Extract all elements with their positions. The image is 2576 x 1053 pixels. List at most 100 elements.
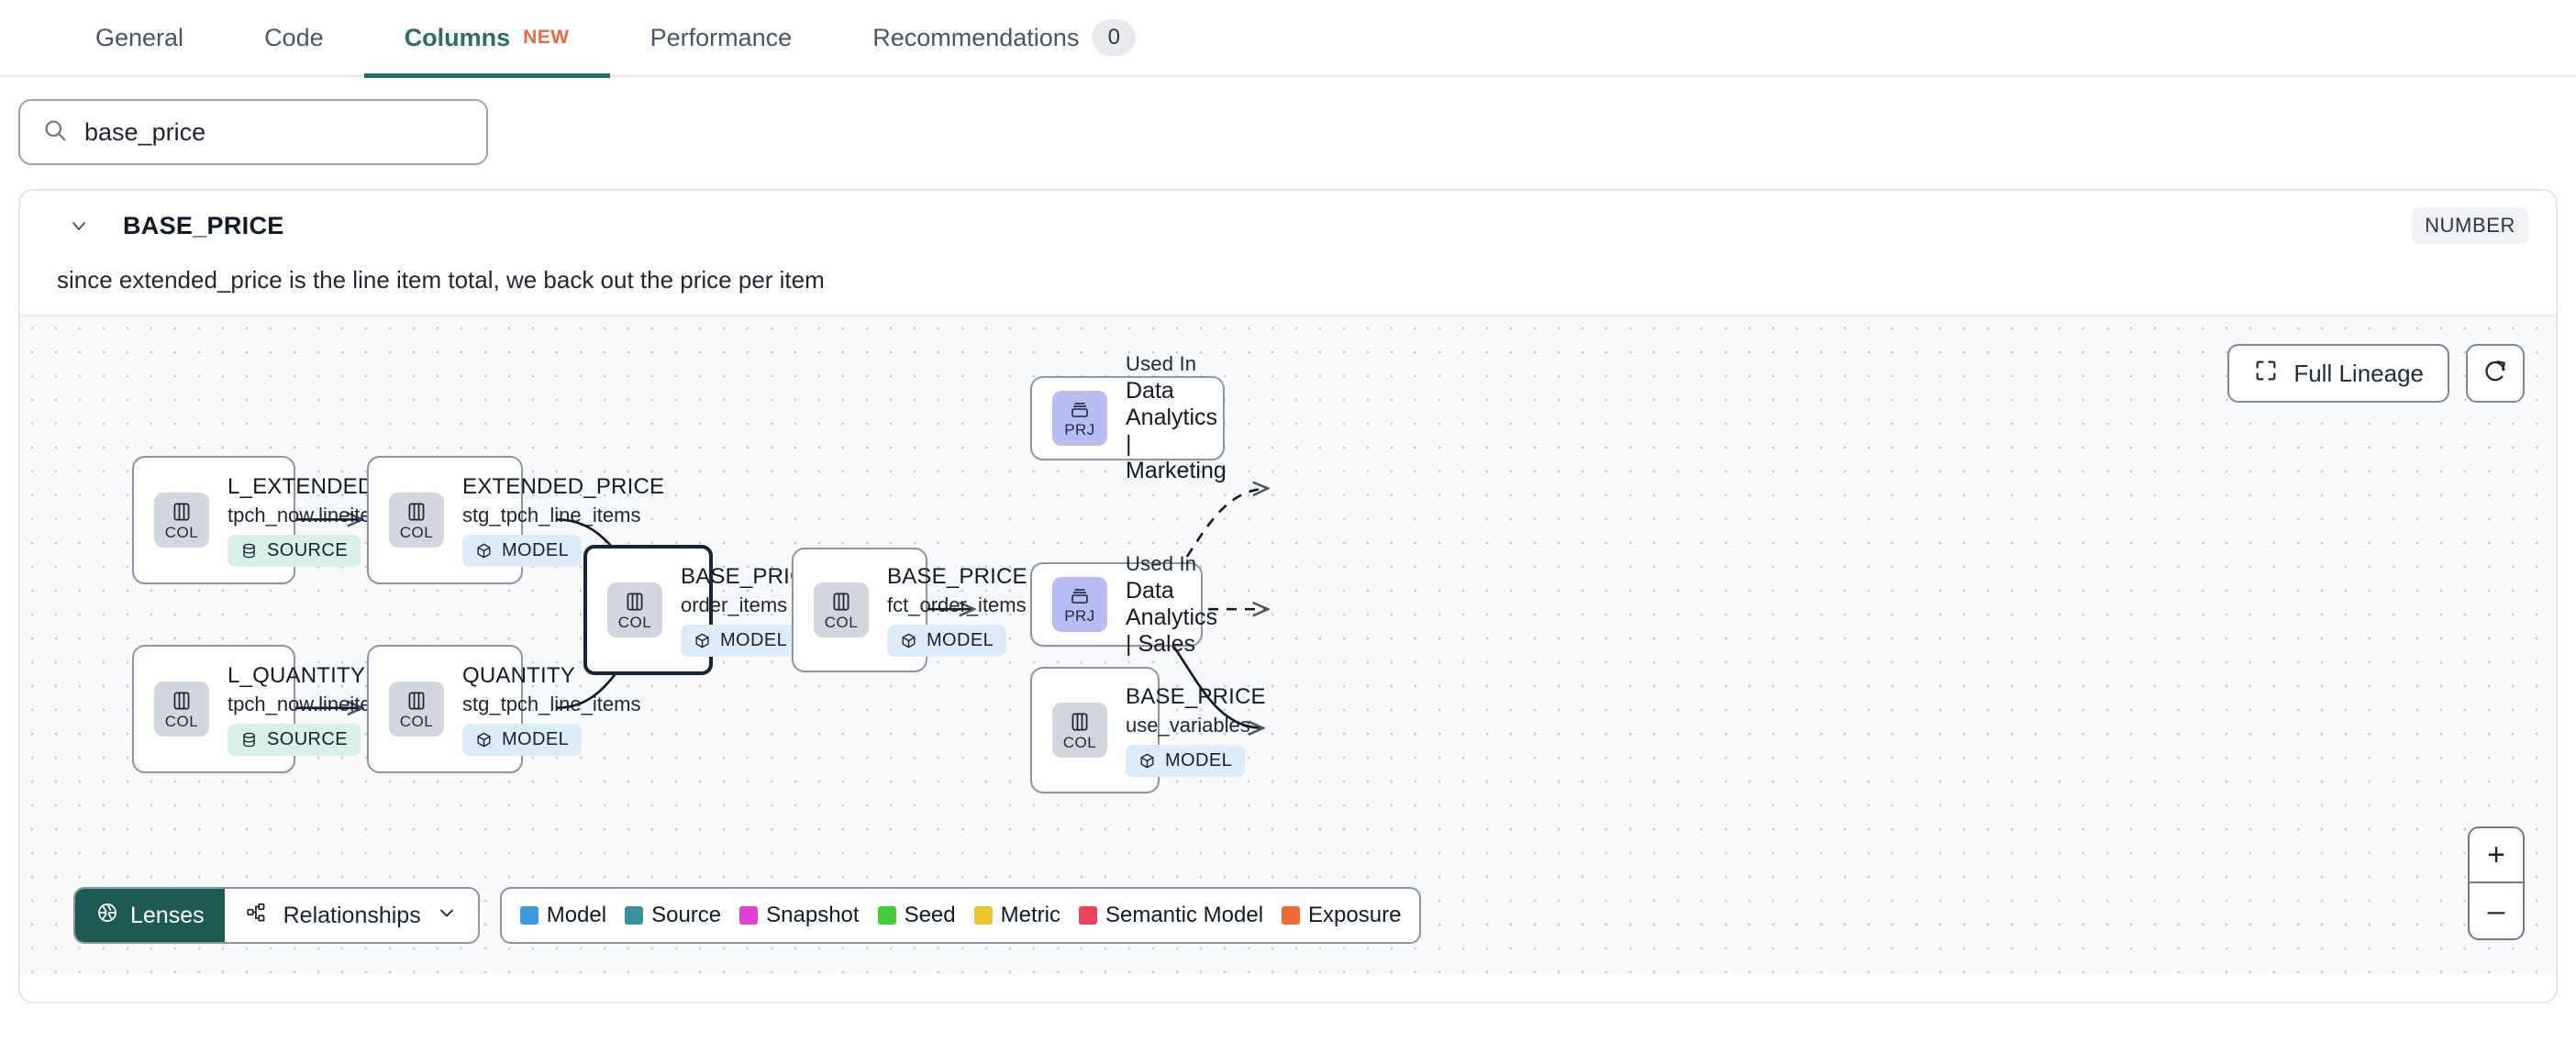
lineage-node-extended-price[interactable]: COL EXTENDED_PRICE stg_tpch_line_items M… (367, 456, 664, 584)
cube-icon (902, 633, 916, 648)
tab-columns[interactable]: Columns NEW (363, 0, 610, 78)
lineage-node-quantity[interactable]: COL QUANTITY stg_tpch_line_items MODEL (367, 645, 640, 773)
col-type-badge: COL (814, 582, 869, 637)
relationships-dropdown[interactable]: Relationships (225, 889, 478, 942)
pill-label: MODEL (720, 629, 788, 650)
legend-item-snapshot: Snapshot (739, 903, 860, 928)
node-body: Used In Data Analytics | Sales (1126, 552, 1217, 658)
prj-type-badge: PRJ (1052, 577, 1107, 632)
database-icon (243, 732, 255, 747)
chevron-down-icon (436, 902, 458, 930)
aperture-icon (95, 901, 119, 931)
zoom-controls: + – (2468, 826, 2525, 940)
badge-label: COL (164, 524, 199, 541)
col-type-badge: COL (607, 582, 662, 637)
node-kind-pill: MODEL (681, 624, 801, 657)
node-kind-pill: MODEL (462, 534, 583, 567)
pill-label: MODEL (1165, 749, 1233, 770)
node-subtitle: order_items (681, 593, 788, 616)
legend-item-exposure: Exposure (1282, 903, 1401, 928)
pill-label: MODEL (502, 539, 570, 560)
node-name: BASE_PRICE (887, 563, 1027, 589)
tab-performance[interactable]: Performance (610, 0, 833, 76)
tab-general[interactable]: General (55, 0, 224, 76)
legend-item-seed: Seed (877, 903, 956, 928)
lenses-button[interactable]: Lenses (75, 889, 225, 942)
pill-label: SOURCE (267, 728, 348, 749)
node-body: BASE_PRICE fct_order_items MODEL (887, 564, 1027, 657)
lineage-node-base-price-order-items[interactable]: COL BASE_PRICE order_items MODEL (583, 545, 821, 675)
badge-label: COL (1062, 734, 1097, 751)
badge-label: COL (399, 713, 434, 730)
tab-label: Recommendations (872, 23, 1080, 51)
search-icon (42, 117, 68, 148)
node-kind-pill: MODEL (462, 723, 583, 756)
legend-swatch (1282, 906, 1301, 925)
node-kind-pill: SOURCE (228, 723, 361, 756)
legend-label: Source (651, 903, 722, 927)
column-icon (833, 593, 849, 611)
node-name: BASE_PRICE (1126, 683, 1266, 709)
legend-item-semantic-model: Semantic Model (1078, 903, 1263, 928)
col-type-badge: COL (389, 682, 444, 737)
zoom-in-button[interactable]: + (2470, 828, 2523, 883)
column-icon (627, 593, 643, 611)
tab-recommendations[interactable]: Recommendations 0 (832, 0, 1176, 76)
full-lineage-button[interactable]: Full Lineage (2227, 344, 2449, 403)
badge-label: COL (617, 614, 652, 631)
project-icon (1071, 403, 1088, 417)
node-subtitle: stg_tpch_line_items (462, 692, 641, 715)
cube-icon (695, 633, 709, 648)
node-subtitle: use_variables (1126, 713, 1250, 737)
node-kind-pill: SOURCE (228, 534, 361, 567)
graph-top-controls: Full Lineage (2227, 344, 2525, 403)
zoom-out-button[interactable]: – (2487, 892, 2505, 928)
badge-label: COL (164, 713, 199, 730)
refresh-icon (2482, 358, 2509, 390)
column-icon (408, 503, 425, 521)
pill-label: MODEL (502, 728, 570, 749)
node-used-in-label: Used In (1126, 551, 1197, 575)
lineage-node-l-quantity[interactable]: COL L_QUANTITY tpch_now.lineitem SOURCE (132, 645, 388, 773)
search-box[interactable] (18, 99, 488, 165)
tab-label: Performance (650, 23, 793, 51)
tab-label: Code (264, 23, 324, 51)
legend-label: Metric (1000, 903, 1060, 927)
legend-label: Seed (904, 903, 956, 927)
relationships-label: Relationships (283, 902, 421, 928)
refresh-button[interactable] (2466, 344, 2525, 403)
node-project-name: Data Analytics | Marketing (1126, 378, 1227, 483)
lineage-graph[interactable]: COL L_EXTENDEDPRICE tpch_now.lineitem SO… (20, 315, 2556, 975)
pill-label: MODEL (927, 629, 994, 650)
search-area (0, 77, 2576, 165)
node-body: L_QUANTITY tpch_now.lineitem SOURCE (228, 663, 388, 756)
legend-swatch (1078, 906, 1097, 925)
lineage-legend: Model Source Snapshot Seed Metric (499, 887, 1422, 944)
node-subtitle: tpch_now.lineitem (228, 692, 388, 715)
lineage-node-project-sales[interactable]: PRJ Used In Data Analytics | Sales (1030, 552, 1217, 657)
column-icon (1071, 713, 1088, 731)
node-subtitle: tpch_now.lineitem (228, 503, 388, 526)
lineage-node-l-extendedprice[interactable]: COL L_EXTENDEDPRICE tpch_now.lineitem SO… (132, 456, 442, 584)
lenses-group: Lenses Relationships (73, 887, 480, 944)
lineage-node-project-marketing[interactable]: PRJ Used In Data Analytics | Marketing (1030, 352, 1227, 483)
node-body: EXTENDED_PRICE stg_tpch_line_items MODEL (462, 474, 664, 567)
prj-type-badge: PRJ (1052, 391, 1107, 446)
recommendations-count-badge: 0 (1092, 19, 1137, 56)
col-type-badge: COL (154, 493, 209, 548)
legend-item-metric: Metric (973, 903, 1060, 928)
tab-code[interactable]: Code (224, 0, 364, 76)
lineage-node-base-price-use-variables[interactable]: COL BASE_PRICE use_variables MODEL (1030, 667, 1266, 793)
legend-swatch (519, 906, 539, 925)
legend-swatch (625, 906, 644, 925)
search-input[interactable] (84, 117, 464, 147)
node-name: EXTENDED_PRICE (462, 473, 665, 499)
legend-swatch (973, 906, 993, 925)
lineage-node-base-price-fct-order-items[interactable]: COL BASE_PRICE fct_order_items MODEL (792, 548, 1027, 672)
cube-icon (477, 732, 491, 747)
col-type-badge: COL (389, 493, 444, 548)
new-badge: NEW (523, 27, 570, 48)
chevron-down-icon[interactable] (68, 215, 90, 237)
project-icon (1071, 589, 1088, 604)
legend-swatch (739, 906, 759, 925)
